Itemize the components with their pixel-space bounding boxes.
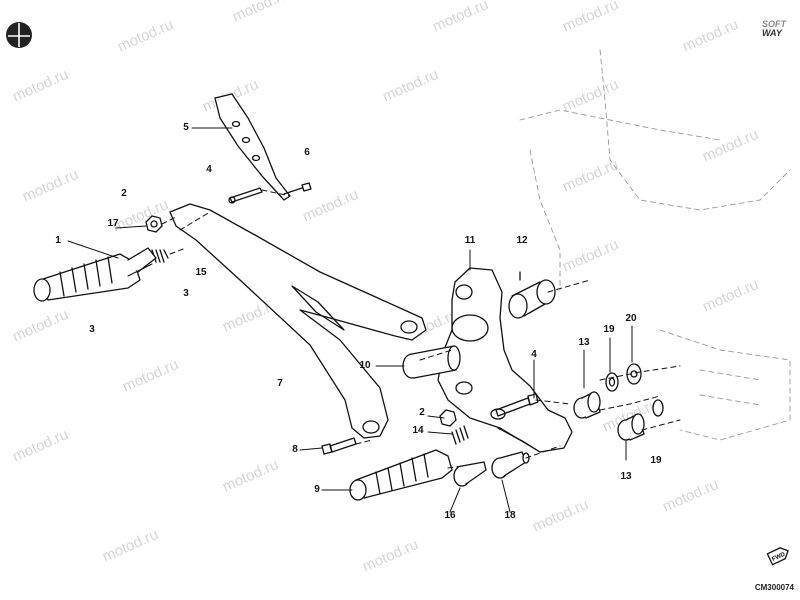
brand-line-1: SOFT (762, 19, 786, 29)
callout-2[interactable]: 2 (419, 407, 425, 418)
washer-19-lower (652, 399, 664, 417)
callout-18[interactable]: 18 (504, 510, 516, 521)
callout-3[interactable]: 3 (89, 324, 95, 335)
callout-7[interactable]: 7 (277, 378, 283, 389)
spring-14 (451, 425, 469, 445)
pin-16 (453, 461, 487, 487)
drawing-code: CM300074 (754, 583, 794, 592)
callout-14[interactable]: 14 (412, 425, 424, 436)
footpeg-lower (349, 449, 453, 501)
callout-13[interactable]: 13 (620, 471, 632, 482)
callout-17[interactable]: 17 (107, 218, 119, 229)
callout-4[interactable]: 4 (531, 349, 537, 360)
callout-15[interactable]: 15 (195, 267, 207, 278)
assembly-lines (161, 189, 681, 469)
nut-2-lower (439, 409, 457, 427)
nut-17 (145, 215, 163, 233)
callout-1[interactable]: 1 (55, 235, 61, 246)
clevis-pin-18 (491, 451, 530, 479)
nut-20 (626, 363, 642, 385)
brand-line-2: WAY (762, 28, 782, 38)
leader-lines (67, 127, 633, 513)
callout-6[interactable]: 6 (304, 147, 310, 158)
callout-12[interactable]: 12 (516, 235, 528, 246)
callout-4[interactable]: 4 (206, 164, 212, 175)
callout-11[interactable]: 11 (464, 235, 476, 246)
bolt-4-lower (495, 393, 539, 417)
bushing-12 (508, 279, 556, 319)
bushing-13-upper (573, 391, 601, 419)
callout-10[interactable]: 10 (359, 360, 371, 371)
pin-4-upper (229, 187, 263, 203)
callout-19[interactable]: 19 (650, 455, 662, 466)
frame-outline (519, 49, 791, 441)
bolt-8 (321, 437, 357, 455)
callout-20[interactable]: 20 (625, 313, 637, 324)
fwd-label: FWD (771, 551, 787, 562)
bracket-arm (169, 203, 427, 439)
callout-19[interactable]: 19 (603, 324, 615, 335)
callout-16[interactable]: 16 (444, 510, 456, 521)
forward-arrow-icon: FWD (766, 547, 789, 566)
callout-3[interactable]: 3 (183, 288, 189, 299)
callout-2[interactable]: 2 (121, 188, 127, 199)
heel-guard-plate (214, 93, 291, 201)
compass-icon (6, 22, 32, 48)
brand-logo: SOFT WAY (762, 20, 786, 38)
washer-19-upper (605, 372, 619, 392)
callout-13[interactable]: 13 (578, 337, 590, 348)
callout-5[interactable]: 5 (183, 122, 189, 133)
callout-8[interactable]: 8 (292, 444, 298, 455)
footpeg-upper (33, 247, 157, 302)
callout-9[interactable]: 9 (314, 484, 320, 495)
bushing-13-lower (617, 413, 645, 441)
bolt-6 (283, 182, 312, 195)
